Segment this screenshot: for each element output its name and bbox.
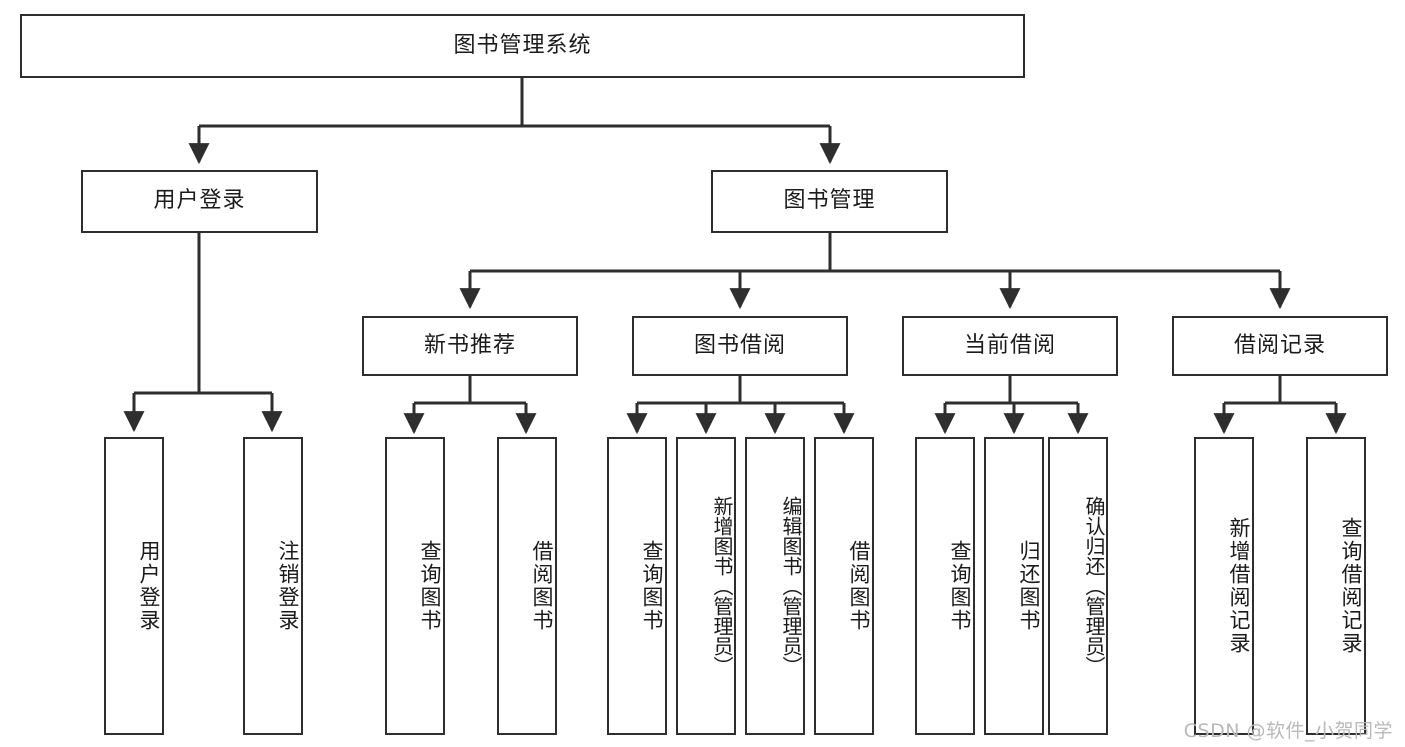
node-user-login[interactable]: 用户登录 xyxy=(81,170,318,233)
leaf-add-borrowing-record[interactable]: 新增借阅记录 xyxy=(1194,437,1254,735)
node-current-borrowing[interactable]: 当前借阅 xyxy=(902,316,1118,376)
leaf-query-book-new-book[interactable]: 查询图书 xyxy=(385,437,445,735)
leaf-query-book-current[interactable]: 查询图书 xyxy=(915,437,975,735)
leaf-borrow-book-borrowing[interactable]: 借阅图书 xyxy=(814,437,874,735)
leaf-add-book-admin[interactable]: 新增图书（管理员） xyxy=(676,437,736,735)
leaf-query-borrowing-record[interactable]: 查询借阅记录 xyxy=(1306,437,1366,735)
node-new-book-recommendation[interactable]: 新书推荐 xyxy=(362,316,578,376)
node-borrowing-record[interactable]: 借阅记录 xyxy=(1172,316,1388,376)
leaf-logout-login[interactable]: 注销登录 xyxy=(243,437,303,735)
csdn-watermark: CSDN @软件_小贺同学 xyxy=(1183,720,1393,742)
leaf-user-login[interactable]: 用户登录 xyxy=(104,437,164,735)
leaf-confirm-return-admin[interactable]: 确认归还（管理员） xyxy=(1048,437,1108,735)
node-book-management[interactable]: 图书管理 xyxy=(711,170,948,233)
leaf-return-book[interactable]: 归还图书 xyxy=(984,437,1044,735)
leaf-borrow-book-new-book[interactable]: 借阅图书 xyxy=(497,437,557,735)
node-book-borrowing[interactable]: 图书借阅 xyxy=(632,316,848,376)
leaf-edit-book-admin[interactable]: 编辑图书（管理员） xyxy=(745,437,805,735)
node-root-book-management-system[interactable]: 图书管理系统 xyxy=(20,14,1025,78)
leaf-query-book-borrowing[interactable]: 查询图书 xyxy=(607,437,667,735)
